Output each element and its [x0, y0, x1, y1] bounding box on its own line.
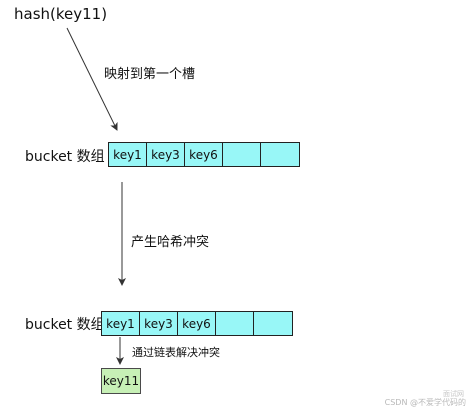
bucket-slot	[216, 312, 254, 335]
bucket-slot: key3	[140, 312, 178, 335]
bucket-slot	[261, 143, 299, 166]
bucket-slot: key3	[147, 143, 185, 166]
linked-list-node: key11	[101, 368, 141, 394]
bucket-slot: key6	[178, 312, 216, 335]
bucket-slot	[223, 143, 261, 166]
resolve-by-chaining-annotation: 通过链表解决冲突	[132, 346, 220, 359]
bucket-slot: key6	[185, 143, 223, 166]
bucket-label-before: bucket 数组	[25, 149, 105, 165]
hash-expression: hash(key11)	[14, 5, 108, 23]
bucket-label-after: bucket 数组	[25, 317, 105, 333]
bucket-slot: key1	[102, 312, 140, 335]
bucket-slot	[254, 312, 292, 335]
csdn-watermark: CSDN @不爱学代码的	[384, 398, 466, 407]
bucket-array-after: key1 key3 key6	[101, 311, 293, 336]
bucket-slot: key1	[109, 143, 147, 166]
side-watermark: 面试网	[443, 390, 464, 398]
map-to-slot-annotation: 映射到第一个槽	[104, 67, 196, 82]
hash-collision-annotation: 产生哈希冲突	[131, 235, 210, 250]
bucket-array-before: key1 key3 key6	[108, 142, 300, 167]
